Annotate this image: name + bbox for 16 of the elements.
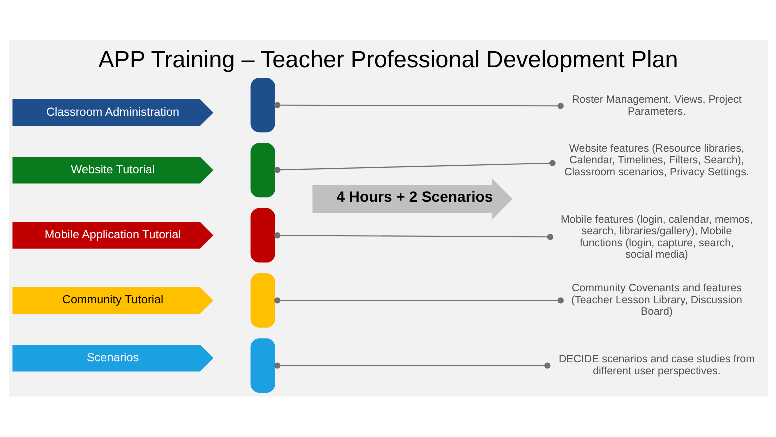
connector: [274, 102, 564, 110]
node-text: DECIDE scenarios and case studies from different user perspectives.: [558, 354, 754, 378]
diagram-title: APP Training – Teacher Professional Development Plan: [98, 46, 678, 73]
connector: [274, 298, 564, 304]
connector: [274, 160, 556, 174]
node-bar: [250, 208, 275, 263]
node-bar: [250, 78, 275, 133]
connector: [274, 232, 554, 240]
node-bar: [250, 338, 275, 394]
node-bar: [250, 273, 275, 328]
connector: [274, 362, 550, 369]
node-bar: [250, 143, 275, 198]
node-text: Mobile features (login, calendar, memos, search, libraries/gallery), Mobile functions (login, capture, search, social media): [560, 214, 752, 261]
node-text: Roster Management, Views, Project Parameters.: [572, 94, 742, 118]
node-text: Community Covenants and features (Teacher Lesson Library, Discussion Board): [570, 282, 742, 318]
node-text: Website features (Resource libraries, Calendar, Timelines, Filters, Search), Classroom scenarios, Privacy Settings.: [564, 142, 749, 178]
